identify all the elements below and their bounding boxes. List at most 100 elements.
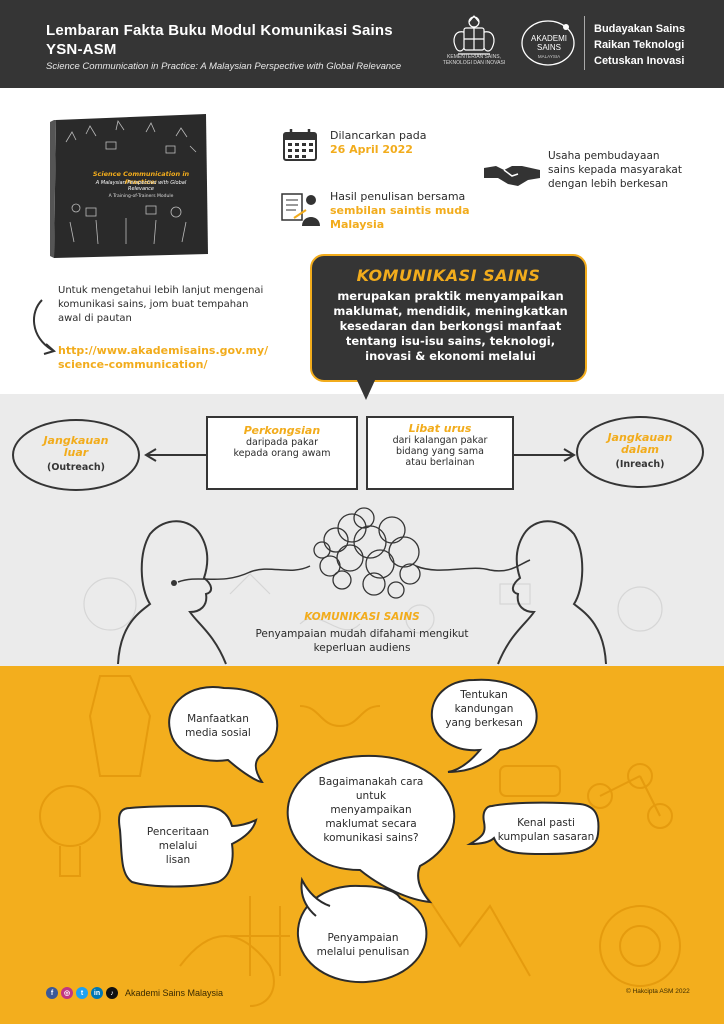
tagline-line-3: Cetuskan Inovasi [594, 55, 685, 67]
bubble-question-line-4: maklumat secara [325, 818, 417, 830]
outreach-title-1: Jangkauan [43, 434, 109, 447]
sharing-sub-2: kepada orang awam [233, 448, 331, 459]
engage-title: Libat urus [408, 422, 472, 435]
copyright-icon: © [626, 988, 631, 995]
copyright-text: Hakcipta ASM 2022 [632, 988, 690, 995]
linkedin-icon[interactable]: in [91, 987, 103, 999]
bubble-target-line-1: Kenal pasti [517, 817, 575, 829]
bubble-question-line-3: menyampaikan [330, 804, 412, 816]
engage-box: Libat urus dari kalangan pakar bidang ya… [366, 416, 514, 490]
orange-doodles [39, 675, 681, 1007]
scribble-icon [313, 507, 421, 599]
author-writing-icon [281, 193, 320, 226]
communication-illustration [117, 507, 607, 665]
goal-line-3: dengan lebih berkesan [548, 178, 668, 190]
handshake-icon [484, 166, 540, 186]
footer-org-name: Akademi Sains Malaysia [125, 988, 224, 998]
ministry-name: KEMENTERIAN SAINS, TEKNOLOGI DAN INOVASI [442, 54, 506, 66]
sharing-title: Perkongsian [243, 424, 321, 437]
asm-logo-line-1: AKADEMI [530, 34, 567, 43]
book-cover-tagline: A Training-of-Trainers Module [108, 194, 174, 199]
engage-sub-2: bidang yang sama [396, 446, 484, 457]
title-line-2: YSN-ASM [46, 41, 117, 58]
tagline: Budayakan Sains Raikan Teknologi Cetuska… [594, 21, 685, 69]
bubble-target-line-2: kumpulan sasaran [497, 831, 595, 843]
facebook-icon[interactable]: f [46, 987, 58, 999]
bubble-question-line-5: komunikasi sains? [323, 832, 419, 844]
bubble-content-line-2: kandungan [454, 703, 514, 715]
bubble-oral: Penceritaan melalui lisan [130, 825, 226, 867]
right-head-icon [497, 520, 607, 665]
header-divider [584, 16, 585, 70]
bubble-question-line-2: untuk [355, 790, 387, 802]
preorder-link-line-1[interactable]: http://www.akademisains.gov.my/ [58, 344, 269, 357]
page-subtitle: Science Communication in Practice: A Mal… [46, 61, 402, 72]
book-cover-subtitle: A Malaysian Perspective with Global Rele… [95, 180, 187, 192]
bubble-writing: Penyampaian melalui penulisan [308, 931, 418, 959]
background-doodles [83, 573, 663, 634]
outreach-oval: Jangkauan luar (Outreach) [12, 419, 140, 491]
tagline-line-2: Raikan Teknologi [594, 39, 685, 51]
asm-logo-icon [521, 20, 575, 66]
social-links: f ◎ t in ♪ Akademi Sains Malaysia [46, 986, 223, 1000]
authors-info: Hasil penulisan bersama sembilan saintis… [330, 190, 470, 232]
preorder-link[interactable]: http://www.akademisains.gov.my/ science-… [58, 344, 288, 372]
header-bar: Lembaran Fakta Buku Modul Komunikasi Sai… [0, 0, 724, 88]
bubble-social-media-line-1: Manfaatkan [187, 713, 249, 725]
launch-date: 26 April 2022 [330, 143, 413, 156]
definition-box-tail [356, 378, 376, 400]
asm-logo-text: AKADEMI SAINS MALAYSIA [522, 34, 576, 61]
authors-label: Hasil penulisan bersama [330, 190, 466, 203]
methods-section [0, 666, 724, 1024]
preorder-link-line-2[interactable]: science-communication/ [58, 358, 208, 371]
definition-box: KOMUNIKASI SAINS merupakan praktik menya… [310, 254, 587, 382]
launch-label: Dilancarkan pada [330, 129, 427, 142]
copyright: © Hakcipta ASM 2022 [626, 988, 690, 995]
bubble-content-line-3: yang berkesan [445, 717, 523, 729]
inreach-sub: (Inreach) [615, 459, 665, 470]
bubble-oral-line-3: lisan [165, 854, 191, 866]
title-line-1: Lembaran Fakta Buku Modul Komunikasi Sai… [46, 22, 393, 39]
bubble-target: Kenal pasti kumpulan sasaran [494, 816, 598, 844]
communication-label: KOMUNIKASI SAINS [304, 611, 420, 623]
engage-sub-1: dari kalangan pakar [392, 435, 488, 446]
curved-arrow-icon [32, 299, 57, 355]
left-head-icon [117, 520, 227, 665]
definition-body: merupakan praktik menyampaikan maklumat,… [333, 289, 568, 363]
page-title: Lembaran Fakta Buku Modul Komunikasi Sai… [46, 21, 393, 59]
tiktok-icon[interactable]: ♪ [106, 987, 118, 999]
inreach-oval: Jangkauan dalam (Inreach) [576, 416, 704, 488]
outreach-title-2: luar [63, 446, 89, 459]
bubble-content: Tentukan kandungan yang berkesan [436, 688, 532, 730]
goal-line-1: Usaha pembudayaan [548, 150, 660, 162]
goal-line-2: sains kepada masyarakat [548, 164, 682, 176]
reach-arrows [144, 448, 576, 462]
inreach-title-1: Jangkauan [607, 431, 673, 444]
ministry-crest-icon [453, 15, 495, 55]
instagram-icon[interactable]: ◎ [61, 987, 73, 999]
launch-info: Dilancarkan pada 26 April 2022 [330, 129, 426, 157]
engage-sub-3: atau berlainan [405, 457, 475, 468]
tagline-line-1: Budayakan Sains [594, 23, 686, 35]
book-cover-title: Science Communication in Practice: [92, 170, 190, 186]
bubble-social-media-line-2: media sosial [185, 727, 251, 739]
sharing-box: Perkongsian daripada pakar kepada orang … [206, 416, 358, 490]
bubble-writing-line-2: melalui penulisan [316, 946, 410, 958]
calendar-icon [283, 129, 317, 161]
speech-bubbles [118, 678, 600, 984]
authors-value-2: Malaysia [330, 218, 385, 231]
bubble-oral-line-2: melalui [158, 840, 198, 852]
bubble-question: Bagaimanakah cara untuk menyampaikan mak… [296, 775, 446, 845]
twitter-icon[interactable]: t [76, 987, 88, 999]
definition-title: KOMUNIKASI SAINS [356, 266, 541, 285]
bubble-writing-line-1: Penyampaian [327, 932, 399, 944]
bubble-oral-line-1: Penceritaan [146, 826, 210, 838]
bubble-question-line-1: Bagaimanakah cara [318, 776, 424, 788]
bubble-social-media: Manfaatkan media sosial [178, 712, 258, 740]
asm-logo-sub: MALAYSIA [537, 54, 561, 59]
goal-info: Usaha pembudayaan sains kepada masyaraka… [548, 149, 682, 191]
sharing-sub-1: daripada pakar [245, 437, 319, 448]
book-cover-image: Science Communication in Practice: A Mal… [46, 112, 212, 260]
more-info-text: Untuk mengetahui lebih lanjut mengenai k… [58, 285, 264, 324]
inreach-title-2: dalam [621, 443, 659, 456]
